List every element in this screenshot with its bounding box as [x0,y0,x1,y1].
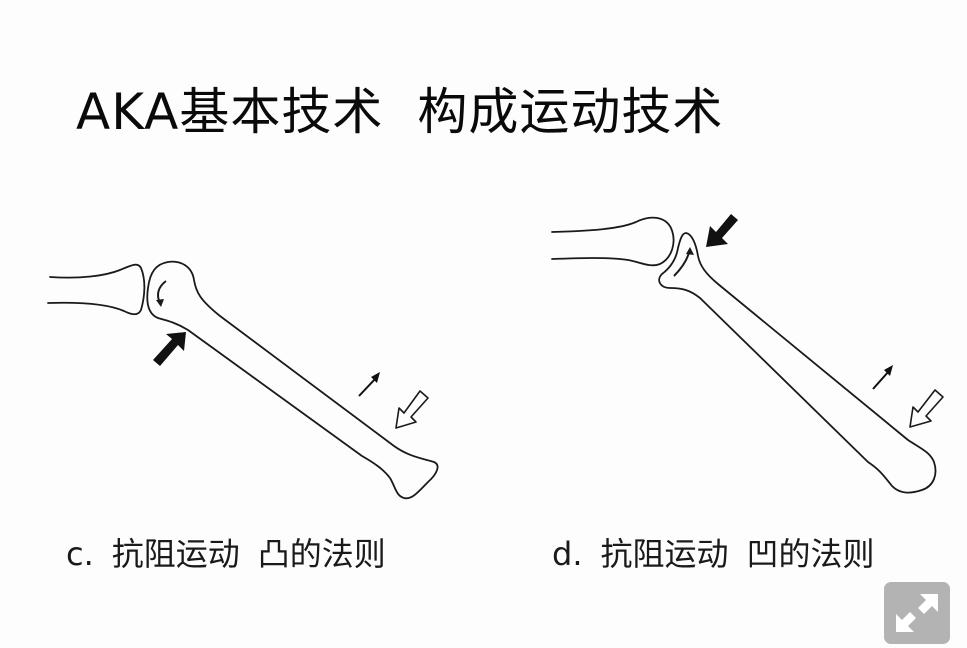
small-movement-arrow-icon-d [872,365,893,390]
proximal-bone-c [47,263,146,316]
distal-bone-d [658,232,937,494]
hollow-resistance-arrow-icon-c [395,390,429,429]
small-movement-arrow-icon-c [358,372,380,397]
caption-figure-d: d. 抗阻运动凹的法则 [552,530,875,578]
caption-c-letter: c. [66,535,94,573]
curved-arrow-icon-c [156,280,167,307]
caption-c-text: 抗阻运动 [111,535,240,573]
caption-d-letter: d. [552,535,583,573]
proximal-bone-d [551,216,675,267]
caption-figure-c: c. 抗阻运动凸的法则 [66,530,386,578]
distal-bone-c [146,260,439,500]
caption-d-rule: 凹的法则 [746,535,875,573]
caption-d-text: 抗阻运动 [600,535,729,573]
fullscreen-button[interactable] [884,582,950,644]
hollow-resistance-arrow-icon-d [909,389,944,428]
caption-c-rule: 凸的法则 [257,535,386,573]
expand-arrows-icon [896,594,938,632]
solid-push-arrow-icon-d [706,214,738,247]
title-part-2: 构成运动技术 [417,83,724,141]
slide-title: AKA基本技术构成运动技术 [76,80,723,144]
solid-push-arrow-icon-c [153,332,186,366]
title-part-1: AKA基本技术 [76,83,384,141]
curved-arrow-icon-d [673,247,694,277]
